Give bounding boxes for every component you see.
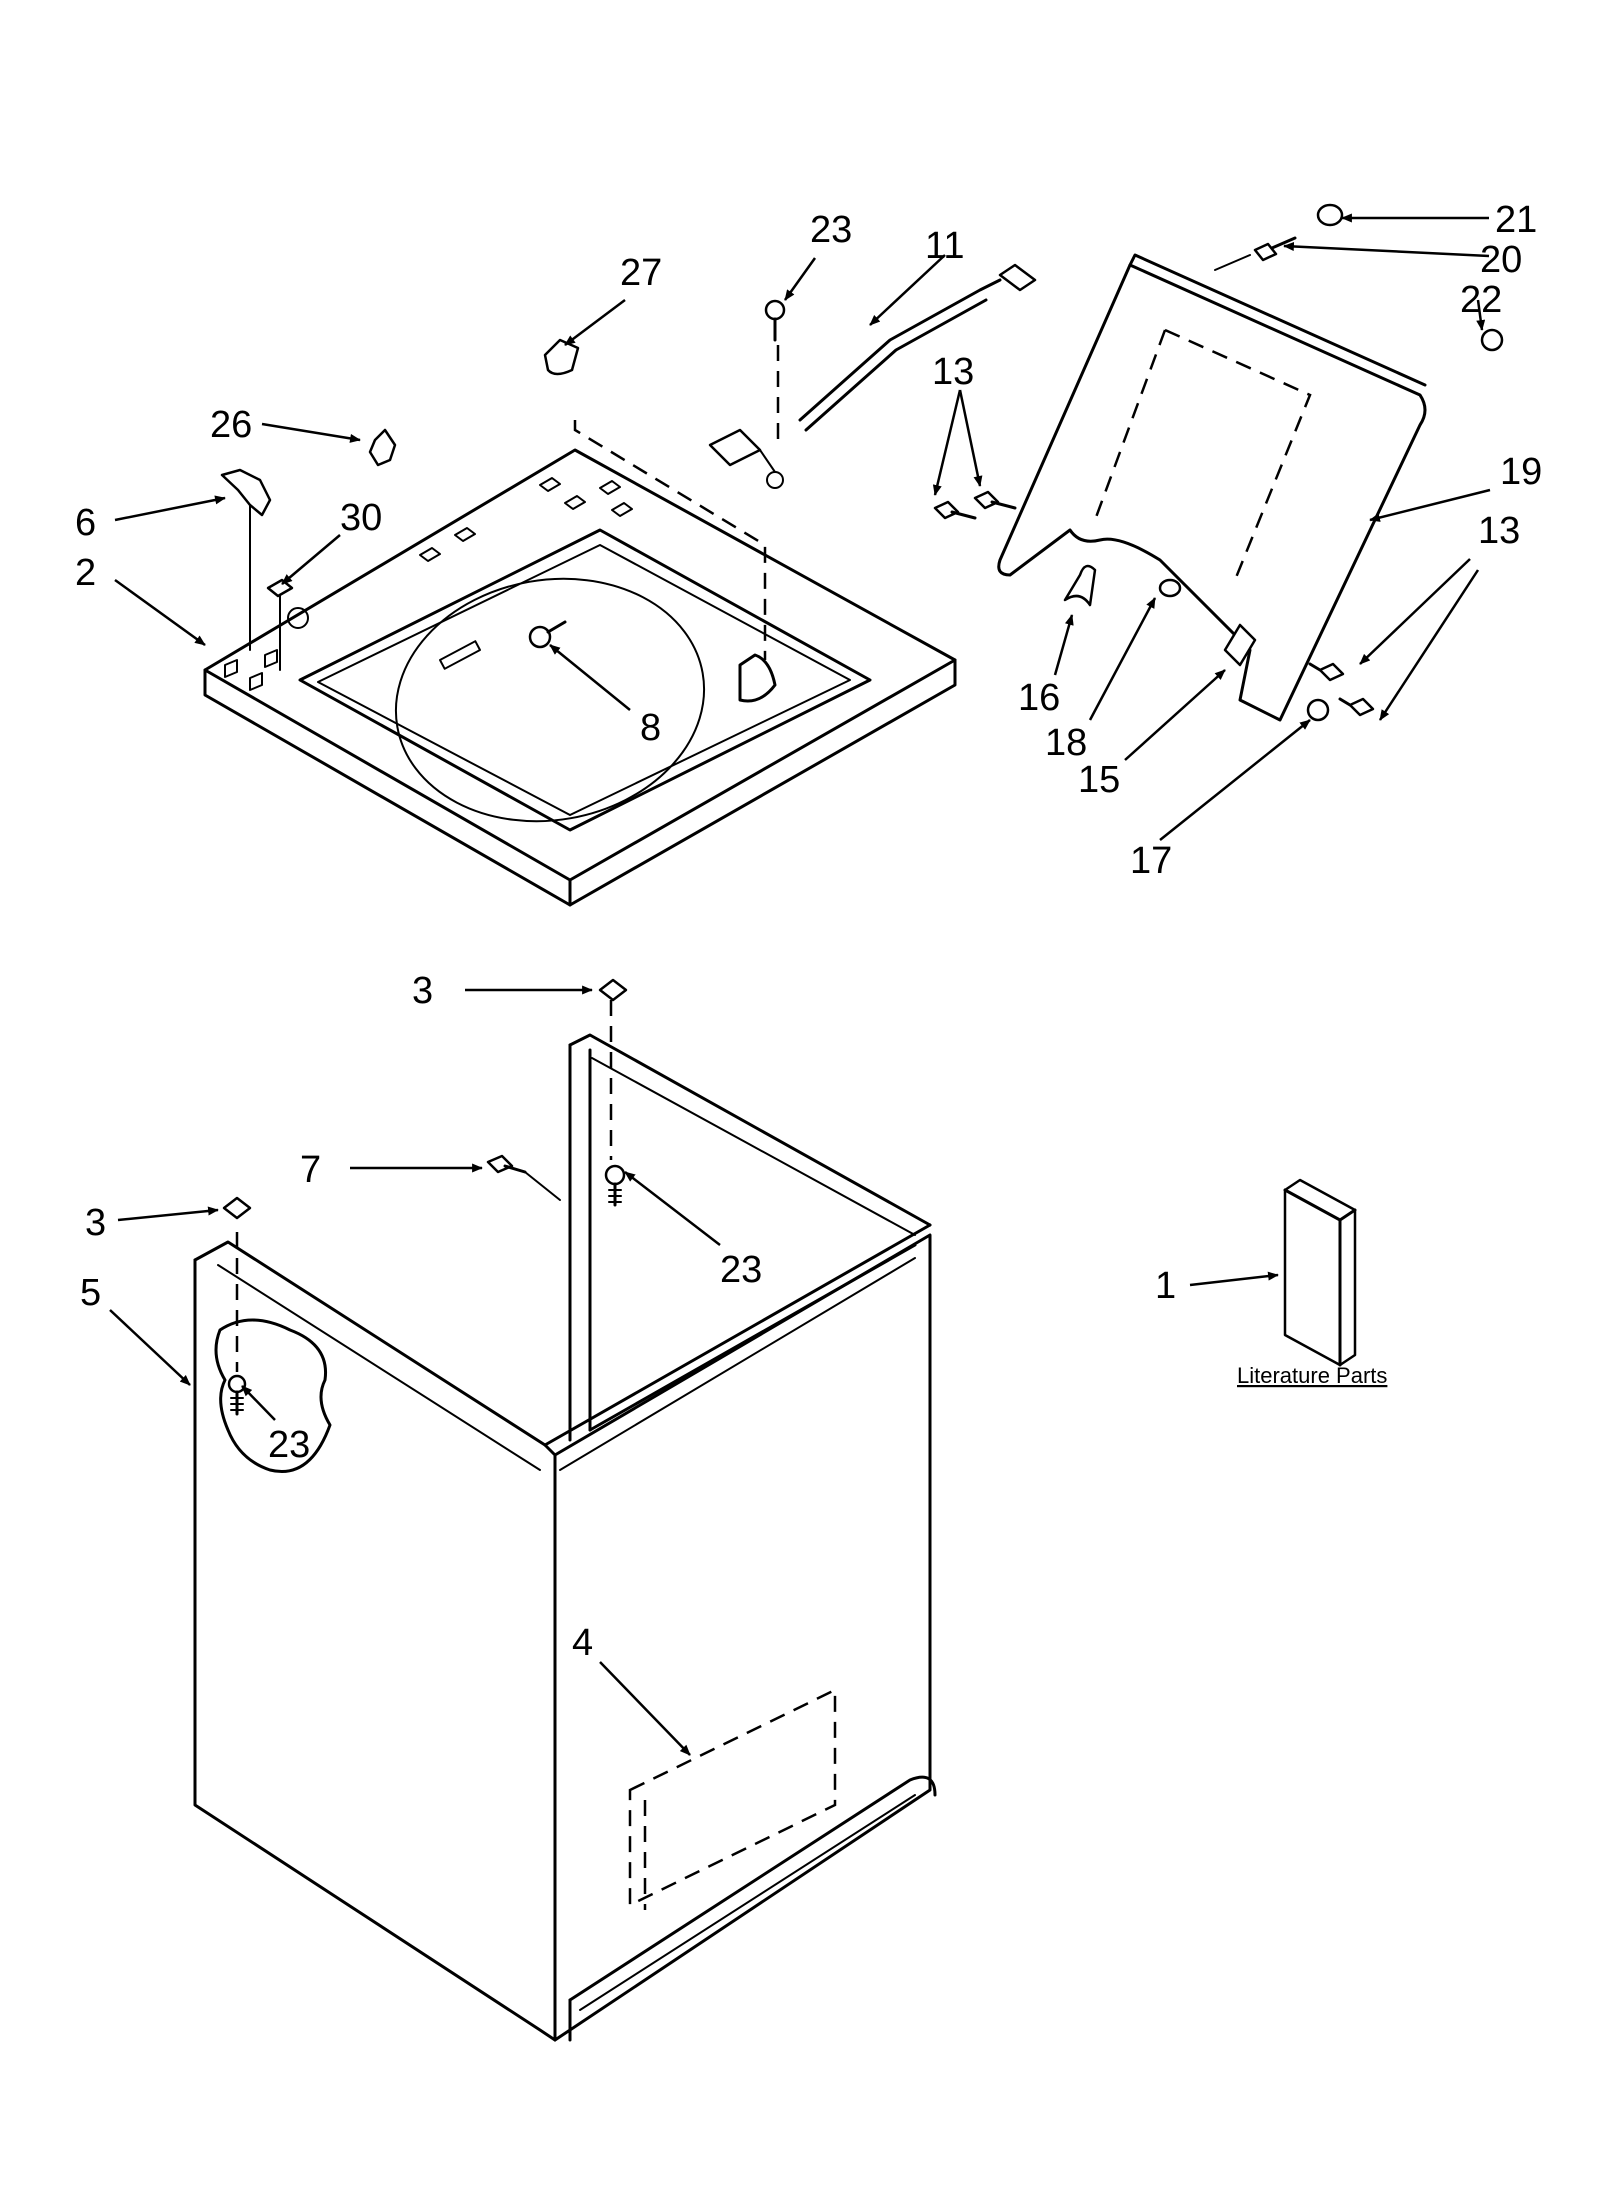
callout-4: 4 — [572, 1622, 593, 1664]
callout-16: 16 — [1018, 677, 1060, 719]
callout-21: 21 — [1495, 199, 1537, 241]
callout-13a: 13 — [932, 351, 974, 393]
callout-11: 11 — [925, 225, 964, 267]
callout-30: 30 — [340, 497, 382, 539]
wire-harness — [543, 263, 1037, 489]
callout-18: 18 — [1045, 722, 1087, 764]
callout-3-upper: 3 — [412, 970, 433, 1012]
callout-27: 27 — [620, 252, 662, 294]
literature-parts-caption: Literature Parts — [1237, 1363, 1387, 1388]
literature-box — [1283, 1178, 1357, 1367]
cabinet — [193, 978, 937, 2042]
callout-23-cabinet: 23 — [720, 1249, 762, 1291]
callout-13b: 13 — [1478, 510, 1520, 552]
callout-5: 5 — [80, 1272, 101, 1314]
callout-19: 19 — [1500, 451, 1542, 493]
washer-top — [203, 420, 957, 907]
callout-7: 7 — [300, 1149, 321, 1191]
callout-20: 20 — [1480, 239, 1522, 281]
callout-17: 17 — [1130, 840, 1172, 882]
leader-lines — [109, 213, 1491, 1756]
callout-22: 22 — [1460, 279, 1502, 321]
callout-23-top: 23 — [810, 209, 852, 251]
callout-15: 15 — [1078, 759, 1120, 801]
callout-3-lower: 3 — [85, 1202, 106, 1244]
washer-lid — [933, 203, 1504, 722]
callout-26: 26 — [210, 404, 252, 446]
callout-8: 8 — [640, 707, 661, 749]
callouts: 21 20 22 19 13 16 18 15 17 13 11 23 27 2… — [75, 199, 1542, 1664]
callout-6: 6 — [75, 502, 96, 544]
callout-1: 1 — [1155, 1265, 1176, 1307]
callout-2: 2 — [75, 552, 96, 594]
callout-23-side: 23 — [268, 1424, 310, 1466]
